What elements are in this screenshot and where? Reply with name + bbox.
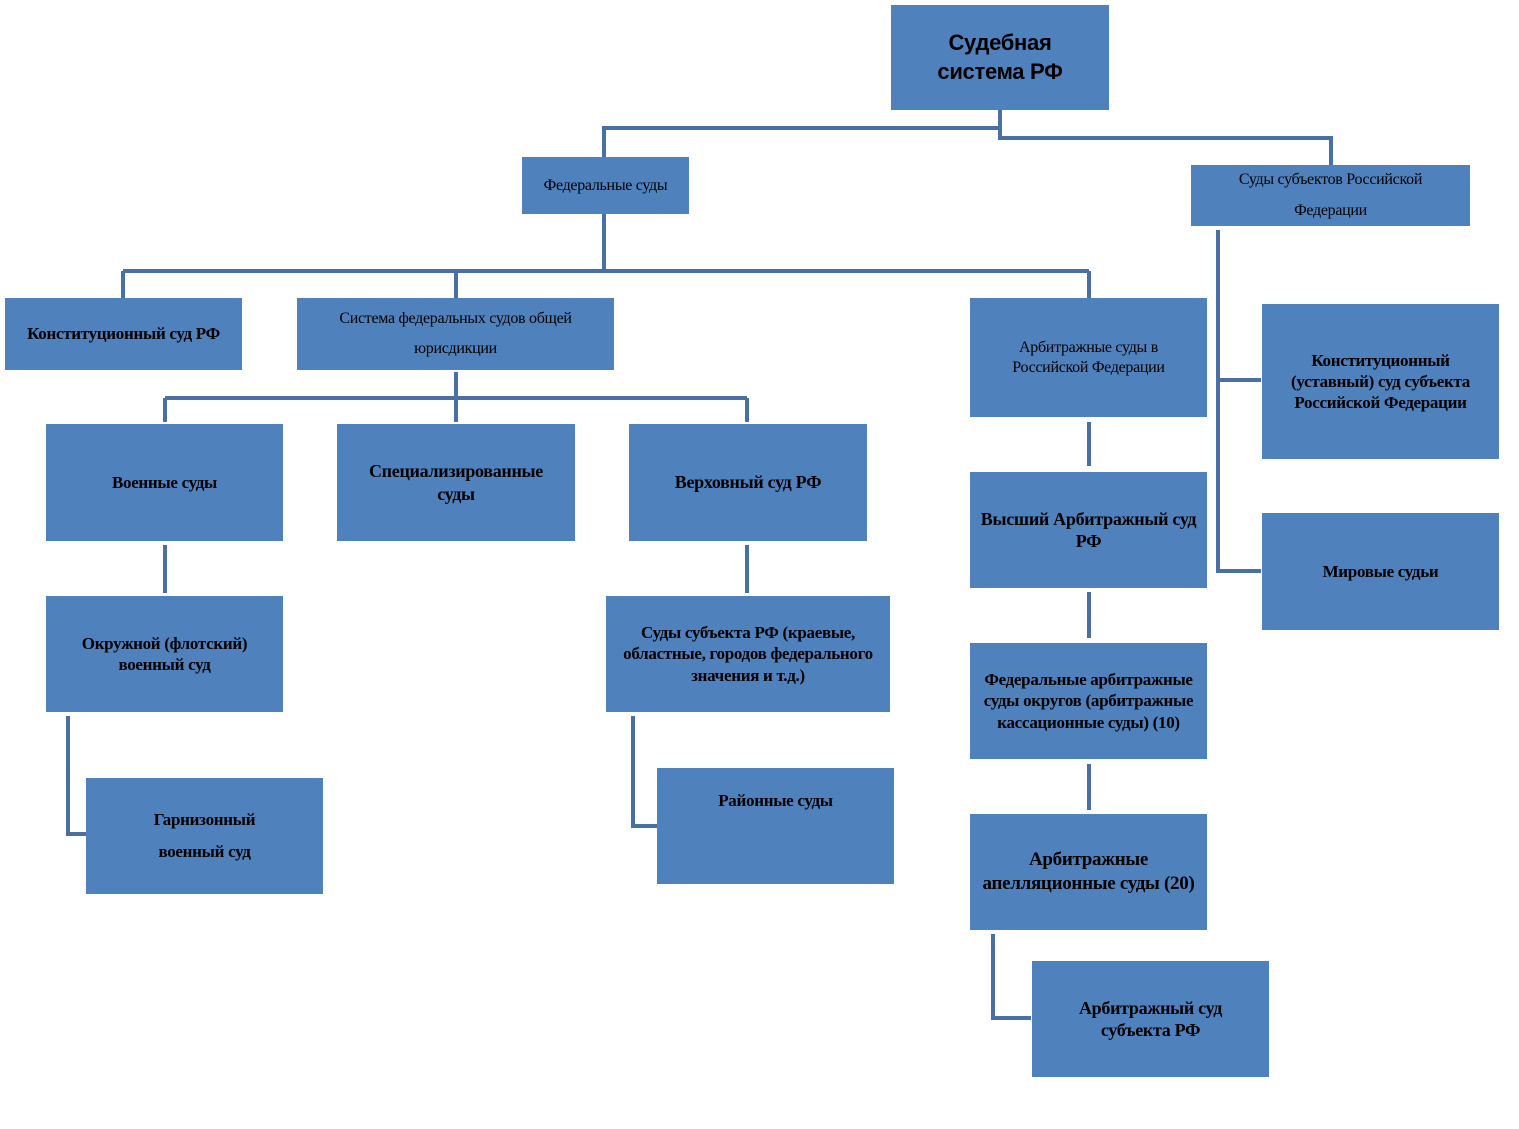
connector-appeal-subject xyxy=(991,934,1031,1020)
node-military-courts: Военные суды xyxy=(46,424,283,541)
node-arbitration-subject-court: Арбитражный суд субъекта РФ xyxy=(1032,961,1269,1077)
node-federal-courts: Федеральные суды xyxy=(522,157,689,214)
connector-subjects-trunk xyxy=(1216,230,1261,573)
node-root: Судебная система РФ xyxy=(891,5,1109,110)
node-supreme-court: Верховный суд РФ xyxy=(629,424,867,541)
connector-district-garrison xyxy=(66,716,86,836)
node-subject-courts: Суды субъектов Российской Федерации xyxy=(1191,165,1470,226)
node-justices-of-peace: Мировые судьи xyxy=(1262,513,1499,630)
connector-root-federal xyxy=(602,110,1002,157)
node-appeal-arbitration-courts: Арбитражные апелляционные суды (20) xyxy=(970,814,1207,930)
node-specialized-courts: Специализированные суды xyxy=(337,424,575,541)
node-federal-arbitration-districts: Федеральные арбитражные суды округов (ар… xyxy=(970,643,1207,759)
node-constitutional-subject-court: Конституционный (уставный) суд субъекта … xyxy=(1262,304,1499,459)
node-higher-arbitration-court: Высший Арбитражный суд РФ xyxy=(970,472,1207,588)
node-regional-courts: Районные суды xyxy=(657,768,894,884)
connector-subject-regional xyxy=(631,716,657,828)
node-arbitration-courts-rf: Арбитражные суды в Российской Федерации xyxy=(970,298,1207,417)
connector-root-subjects xyxy=(998,128,1333,165)
node-subject-general-courts: Суды субъекта РФ (краевые, областные, го… xyxy=(606,596,890,712)
node-general-jurisdiction: Система федеральных судов общей юрисдикц… xyxy=(297,298,614,370)
node-district-military-court: Окружной (флотский) военный суд xyxy=(46,596,283,712)
node-constitutional-court: Конституционный суд РФ xyxy=(5,298,242,370)
node-garrison-military-court: Гарнизонный военный суд xyxy=(86,778,323,894)
